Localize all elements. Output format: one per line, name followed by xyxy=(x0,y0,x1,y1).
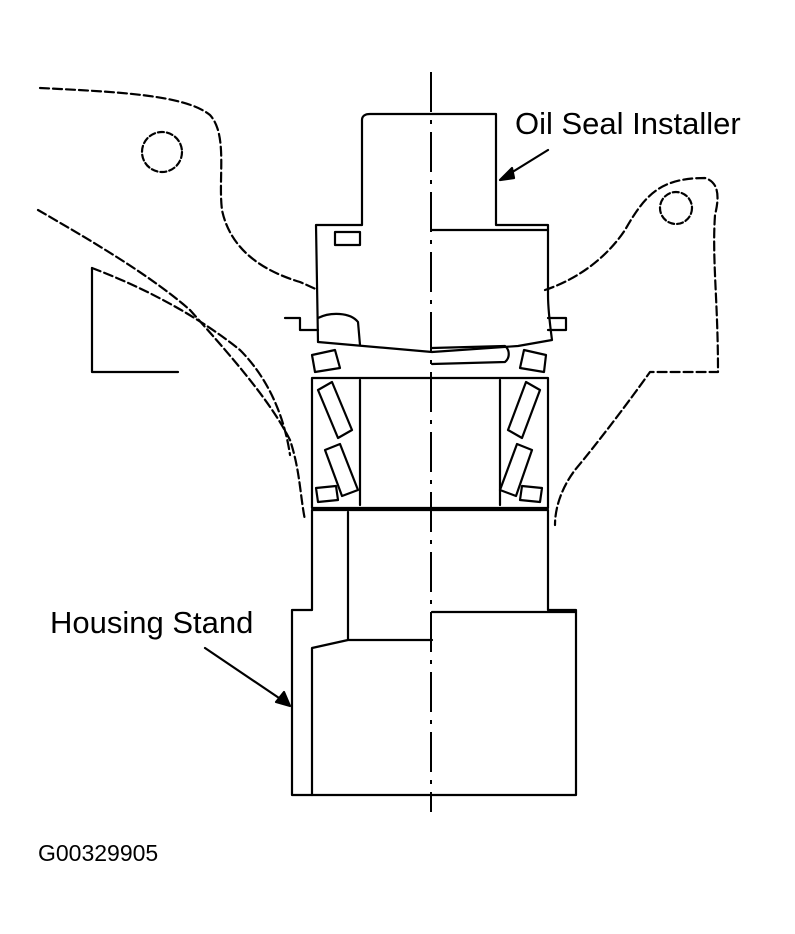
installer-shoulder-right xyxy=(546,316,568,332)
knuckle-housing-left xyxy=(36,86,320,522)
knuckle-bracket-left xyxy=(90,266,180,374)
bearing-inner-lines xyxy=(358,378,502,507)
knuckle-housing-right xyxy=(543,176,720,527)
installer-step xyxy=(333,228,550,247)
mount-hole-left xyxy=(140,130,184,174)
oil-seal-installer-label: Oil Seal Installer xyxy=(515,106,741,141)
knuckle-inner-left xyxy=(90,266,292,457)
rollers-left xyxy=(310,348,360,504)
installer-arrowhead xyxy=(498,166,516,182)
stand-arrowhead xyxy=(274,690,292,708)
housing-stand xyxy=(290,508,578,797)
stand-leader-line xyxy=(203,646,284,702)
rollers-right xyxy=(498,348,548,504)
oil-seal-installer-tool xyxy=(314,112,554,354)
mount-hole-right xyxy=(658,190,694,226)
installer-lip xyxy=(316,312,510,366)
figure-code: G00329905 xyxy=(38,840,159,866)
installer-shoulder-left xyxy=(283,316,320,332)
housing-stand-inner xyxy=(310,510,578,797)
housing-stand-label: Housing Stand xyxy=(50,605,254,640)
